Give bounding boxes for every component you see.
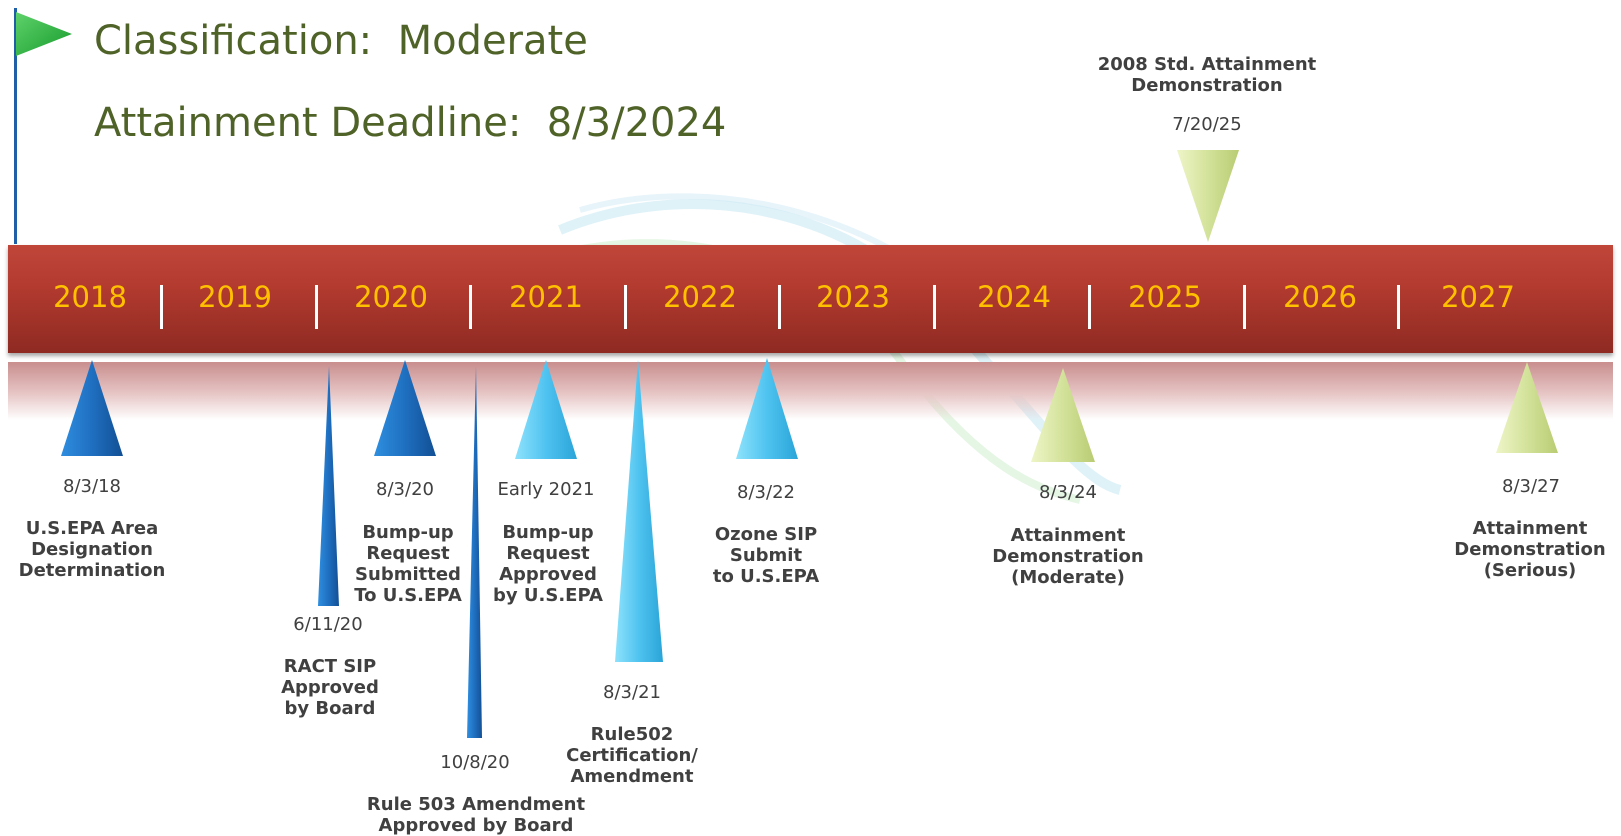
year-2022: 2022 [663, 280, 737, 314]
attainment-deadline: Attainment Deadline: 8/3/2024 [94, 100, 727, 146]
year-separator [1397, 285, 1400, 329]
year-2020: 2020 [354, 280, 428, 314]
milestone-date: 8/3/20 [376, 479, 434, 500]
year-2019: 2019 [198, 280, 272, 314]
year-2023: 2023 [816, 280, 890, 314]
timeline-band [8, 245, 1613, 353]
milestone-date: 8/3/22 [737, 482, 795, 503]
marker-8-3-24 [1031, 368, 1095, 462]
year-2021: 2021 [509, 280, 583, 314]
flag-icon [16, 12, 72, 56]
marker-10-8-20 [467, 366, 482, 738]
milestone-label: RACT SIP Approved by Board [281, 656, 379, 719]
year-2026: 2026 [1283, 280, 1357, 314]
milestone-label: Attainment Demonstration (Moderate) [992, 525, 1144, 588]
marker-8-3-18 [61, 360, 123, 456]
year-2025: 2025 [1128, 280, 1202, 314]
timeline-band-reflection [8, 362, 1613, 420]
milestone-label: Bump-up Request Submitted To U.S.EPA [354, 522, 462, 606]
year-separator [315, 285, 318, 329]
year-2024: 2024 [977, 280, 1051, 314]
year-separator [778, 285, 781, 329]
marker-7-20-25 [1177, 150, 1239, 242]
milestone-date: 10/8/20 [440, 752, 510, 773]
milestone-label: 2008 Std. Attainment Demonstration [1097, 54, 1317, 96]
milestone-date: 6/11/20 [293, 614, 363, 635]
milestone-label: Attainment Demonstration (Serious) [1454, 518, 1606, 581]
year-2018: 2018 [53, 280, 127, 314]
year-separator [933, 285, 936, 329]
milestone-date: 8/3/18 [63, 476, 121, 497]
marker-8-3-20 [374, 360, 436, 456]
marker-early-2021 [515, 360, 577, 459]
year-separator [469, 285, 472, 329]
marker-6-11-20 [318, 366, 339, 606]
milestone-date: Early 2021 [497, 479, 595, 500]
milestone-date: 8/3/27 [1502, 476, 1560, 497]
marker-8-3-21 [615, 360, 663, 662]
year-separator [1243, 285, 1246, 329]
milestone-date: 8/3/21 [603, 682, 661, 703]
milestone-label: Rule502 Certification/ Amendment [566, 724, 698, 787]
milestone-label: Bump-up Request Approved by U.S.EPA [493, 522, 603, 606]
milestone-label: Ozone SIP Submit to U.S.EPA [712, 524, 820, 587]
year-separator [160, 285, 163, 329]
milestone-label: Rule 503 Amendment Approved by Board [366, 794, 586, 836]
milestone-date: 8/3/24 [1039, 482, 1097, 503]
year-2027: 2027 [1441, 280, 1515, 314]
milestone-label: U.S.EPA Area Designation Determination [18, 518, 166, 581]
milestone-date: 7/20/25 [1172, 114, 1242, 135]
year-separator [1088, 285, 1091, 329]
marker-8-3-22 [736, 358, 798, 459]
flag-pole [14, 8, 17, 244]
marker-8-3-27 [1496, 362, 1558, 453]
year-separator [624, 285, 627, 329]
classification-title: Classification: Moderate [94, 18, 588, 64]
